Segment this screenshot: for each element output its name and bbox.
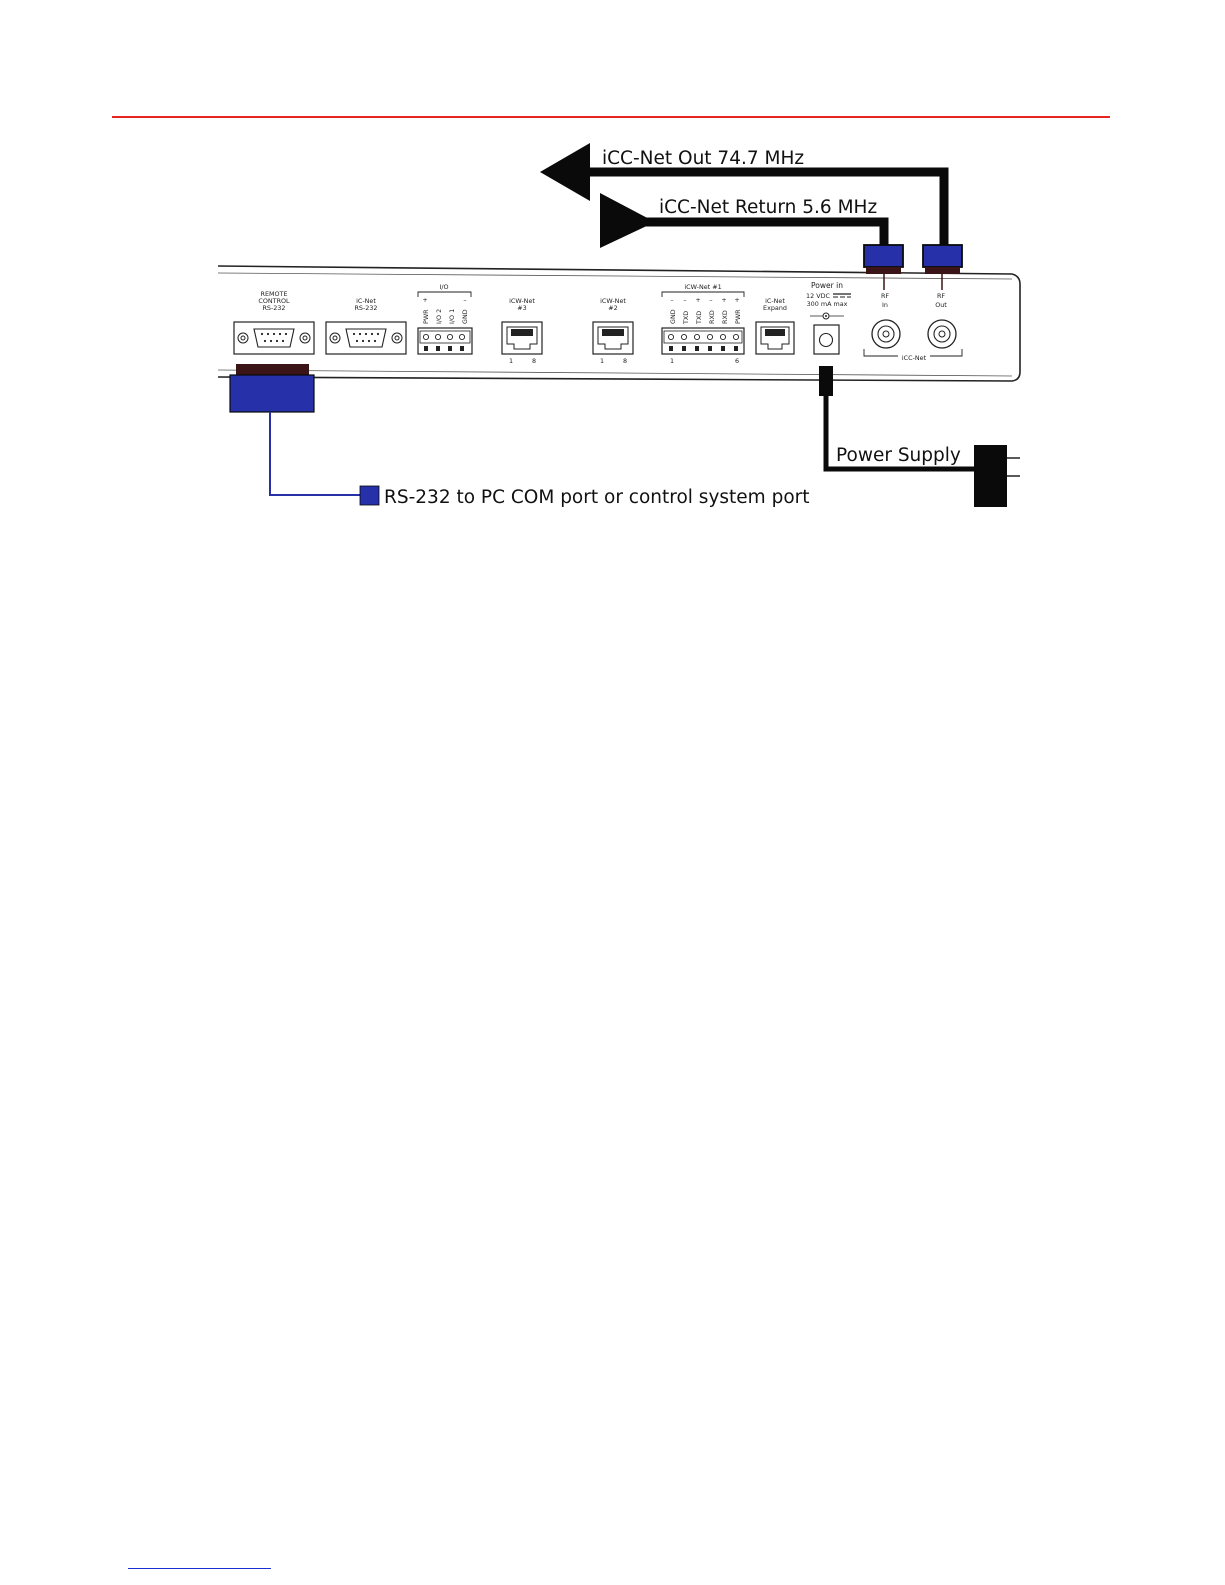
io-title: I/O <box>439 283 448 291</box>
icwnet1-pin-txd-minus: TXD <box>682 311 690 325</box>
power-in-jack: Power in 12 VDC 300 mA max <box>806 281 851 355</box>
icwnet2-pin-1: 1 <box>600 357 604 365</box>
power-in-title: Power in <box>811 281 843 290</box>
io-plus: + <box>422 296 427 304</box>
icwnet2-port: iCW-Net #2 1 8 <box>592 297 634 365</box>
icwnet1-pin-rxd-minus: RXD <box>708 310 716 324</box>
io-pin-gnd: GND <box>461 309 469 324</box>
icc-net-bracket: iCC-Net <box>863 349 963 362</box>
power-supply-cable: Power Supply <box>819 366 1020 507</box>
power-in-volts: 12 VDC <box>806 292 830 300</box>
icwnet3-pin-8: 8 <box>532 357 536 365</box>
icwnet1-pol-1: – <box>670 296 673 304</box>
rs232-cable: RS-232 to PC COM port or control system … <box>229 364 810 508</box>
io-minus: – <box>463 296 466 304</box>
icwnet1-pin-pwr: PWR <box>734 309 742 324</box>
io-pin-pwr: PWR <box>422 309 430 324</box>
rf-out-port: RF Out <box>927 292 957 349</box>
rf-out-label-1: RF <box>937 292 945 300</box>
icc-net-label: iCC-Net <box>902 354 927 362</box>
icwnet3-label-1: iCW-Net <box>509 297 535 305</box>
icwnet1-terminal-block: iCW-Net #1 – – + – + + GND TXD TXD RXD R… <box>661 283 745 365</box>
remote-control-label-2: CONTROL <box>258 297 290 305</box>
icnet-expand-label-2: Expand <box>763 304 787 312</box>
icwnet1-pin-last: 6 <box>735 357 739 365</box>
icc-net-out-label: iCC-Net Out 74.7 MHz <box>602 148 804 169</box>
power-supply-label: Power Supply <box>836 445 961 466</box>
icwnet1-pin-first: 1 <box>670 357 674 365</box>
rf-in-label-1: RF <box>881 292 889 300</box>
icc-net-return-arrow: iCC-Net Return 5.6 MHz <box>600 193 889 248</box>
icc-net-out-arrow: iCC-Net Out 74.7 MHz <box>540 143 949 246</box>
io-pin-io1: I/O 1 <box>448 309 456 324</box>
icwnet3-pin-1: 1 <box>509 357 513 365</box>
rs232-label: RS-232 to PC COM port or control system … <box>384 487 810 508</box>
icwnet2-label-1: iCW-Net <box>600 297 626 305</box>
footer-link-underline <box>128 1568 271 1569</box>
icwnet1-pol-2: – <box>683 296 686 304</box>
io-terminal-block: I/O + – PWR I/O 2 I/O 1 GND <box>417 283 473 355</box>
rf-in-port: RF In <box>871 292 901 349</box>
icwnet1-title: iCW-Net #1 <box>684 283 721 291</box>
remote-control-label-3: RS-232 <box>262 304 285 312</box>
remote-control-label-1: REMOTE <box>261 290 288 298</box>
header-rule <box>112 116 1110 118</box>
icwnet2-pin-8: 8 <box>623 357 627 365</box>
icwnet1-pol-4: – <box>709 296 712 304</box>
icwnet1-pol-3: + <box>695 296 700 304</box>
icwnet1-pol-6: + <box>734 296 739 304</box>
remote-control-port: REMOTE CONTROL RS-232 <box>233 290 315 355</box>
rf-in-label-2: In <box>882 301 888 309</box>
rf-out-label-2: Out <box>935 301 947 309</box>
icnet-rs232-label-2: RS-232 <box>354 304 377 312</box>
icwnet3-port: iCW-Net #3 1 8 <box>501 297 543 365</box>
io-pin-io2: I/O 2 <box>435 309 443 324</box>
icwnet2-label-2: #2 <box>608 304 617 312</box>
rf-out-plug <box>922 244 963 290</box>
icnet-expand-port: iC-Net Expand <box>755 297 795 355</box>
icc-net-return-label: iCC-Net Return 5.6 MHz <box>659 197 877 218</box>
icwnet3-label-2: #3 <box>517 304 526 312</box>
icnet-rs232-label-1: iC-Net <box>356 297 376 305</box>
icwnet1-pin-gnd: GND <box>669 309 677 324</box>
icwnet1-pin-rxd-plus: RXD <box>721 310 729 324</box>
rf-in-plug <box>863 244 904 290</box>
icwnet1-pol-5: + <box>721 296 726 304</box>
icwnet1-pin-txd-plus: TXD <box>695 311 703 325</box>
icnet-expand-label-1: iC-Net <box>765 297 785 305</box>
icnet-rs232-port: iC-Net RS-232 <box>325 297 407 355</box>
power-in-current: 300 mA max <box>807 300 848 308</box>
